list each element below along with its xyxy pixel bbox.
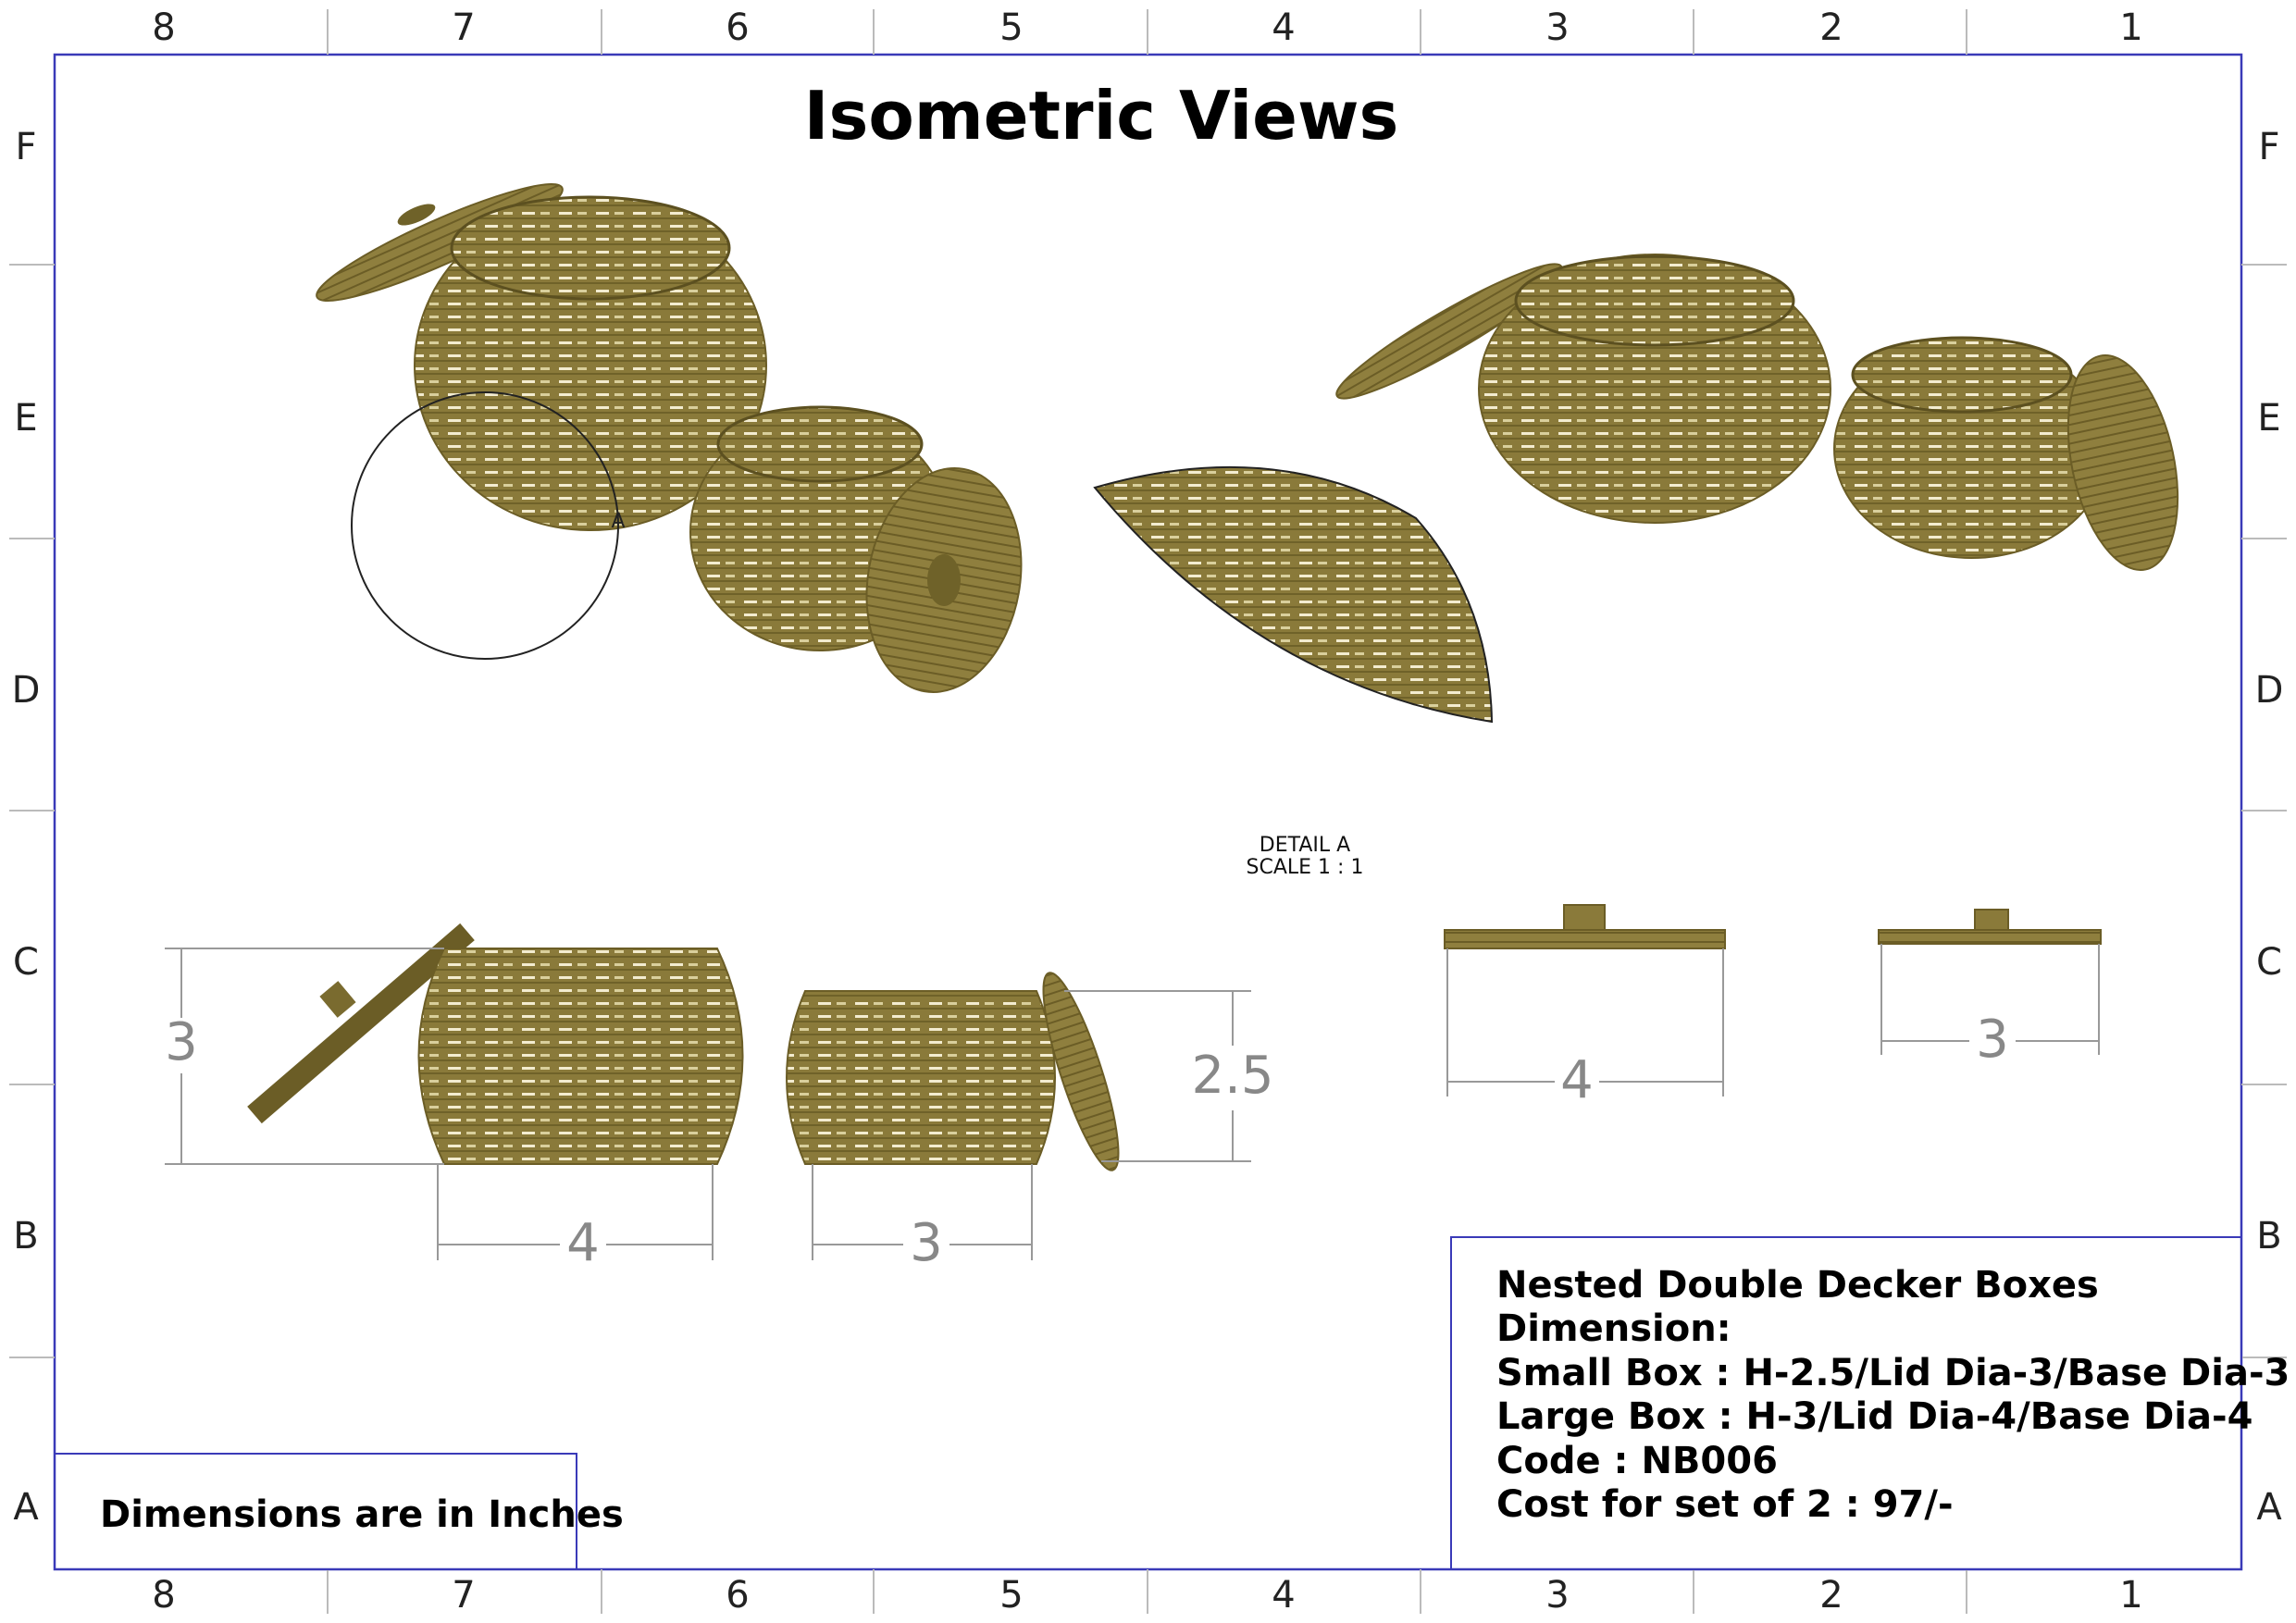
row-label-right: D (2255, 669, 2284, 712)
row-label-left: E (14, 397, 37, 440)
row-label-left: B (13, 1215, 38, 1258)
title-block-small-box: Small Box : H-2.5/Lid Dia-3/Base Dia-3 (1496, 1352, 2290, 1394)
column-label-bottom: 7 (452, 1574, 475, 1617)
svg-text:A: A (611, 510, 625, 533)
column-label-bottom: 3 (1545, 1574, 1569, 1617)
row-label-right: A (2256, 1486, 2282, 1529)
title-block-cost: Cost for set of 2 : 97/- (1496, 1483, 1954, 1526)
large-lid-side: 4 (1444, 904, 1726, 1110)
row-label-left: C (13, 941, 39, 984)
column-label-bottom: 5 (999, 1574, 1023, 1617)
detail-label: DETAIL A (1260, 834, 1350, 857)
detail-a-callout: A (351, 391, 626, 660)
column-label-bottom: 4 (1272, 1574, 1295, 1617)
title-block-product: Nested Double Decker Boxes (1496, 1264, 2099, 1307)
detail-scale: SCALE 1 : 1 (1247, 856, 1364, 879)
large-height-dimension: 3 (165, 948, 444, 1165)
svg-text:3: 3 (1976, 1010, 2009, 1070)
row-label-right: C (2256, 941, 2282, 984)
small-height-dimension: 2.5 (1064, 990, 1274, 1162)
title-block-large-box: Large Box : H-3/Lid Dia-4/Base Dia-4 (1496, 1395, 2253, 1438)
column-label-top: 6 (726, 6, 749, 49)
row-label-left: F (15, 126, 36, 168)
large-base-dimension: 4 (437, 1164, 714, 1273)
svg-text:3: 3 (910, 1213, 943, 1273)
column-label-top: 5 (999, 6, 1023, 49)
sheet-title: Isometric Views (804, 77, 1399, 155)
row-label-right: F (2258, 126, 2279, 168)
svg-text:3: 3 (165, 1012, 198, 1072)
row-label-right: E (2257, 397, 2280, 440)
svg-text:4: 4 (566, 1213, 600, 1273)
large-basket-isometric (316, 183, 767, 531)
column-label-top: 7 (452, 6, 475, 49)
row-label-right: B (2256, 1215, 2281, 1258)
small-basket-isometric (689, 405, 1023, 693)
small-lid-side: 3 (1878, 909, 2102, 1070)
column-label-top: 1 (2119, 6, 2142, 49)
column-label-bottom: 2 (1819, 1574, 1843, 1617)
small-basket-front (786, 972, 1120, 1171)
zone-ticks (9, 9, 2287, 1614)
column-label-bottom: 1 (2119, 1574, 2142, 1617)
column-label-top: 8 (152, 6, 175, 49)
units-note: Dimensions are in Inches (100, 1493, 624, 1536)
title-block (1450, 1236, 2242, 1570)
large-basket-front (247, 923, 744, 1165)
large-basket-isometric-right (1335, 254, 1831, 524)
column-label-bottom: 6 (726, 1574, 749, 1617)
title-block-code: Code : NB006 (1496, 1440, 1778, 1482)
title-block-dimension-heading: Dimension: (1496, 1307, 1731, 1350)
column-label-bottom: 8 (152, 1574, 175, 1617)
svg-text:2.5: 2.5 (1191, 1046, 1273, 1106)
small-basket-isometric-right (1833, 336, 2179, 571)
detail-a-section (1093, 465, 1494, 724)
small-base-dimension: 3 (812, 1164, 1033, 1273)
svg-text:4: 4 (1560, 1050, 1594, 1110)
column-label-top: 2 (1819, 6, 1843, 49)
units-note-box (54, 1453, 577, 1570)
column-label-top: 3 (1545, 6, 1569, 49)
column-label-top: 4 (1272, 6, 1295, 49)
row-label-left: A (13, 1486, 39, 1529)
row-label-left: D (12, 669, 41, 712)
